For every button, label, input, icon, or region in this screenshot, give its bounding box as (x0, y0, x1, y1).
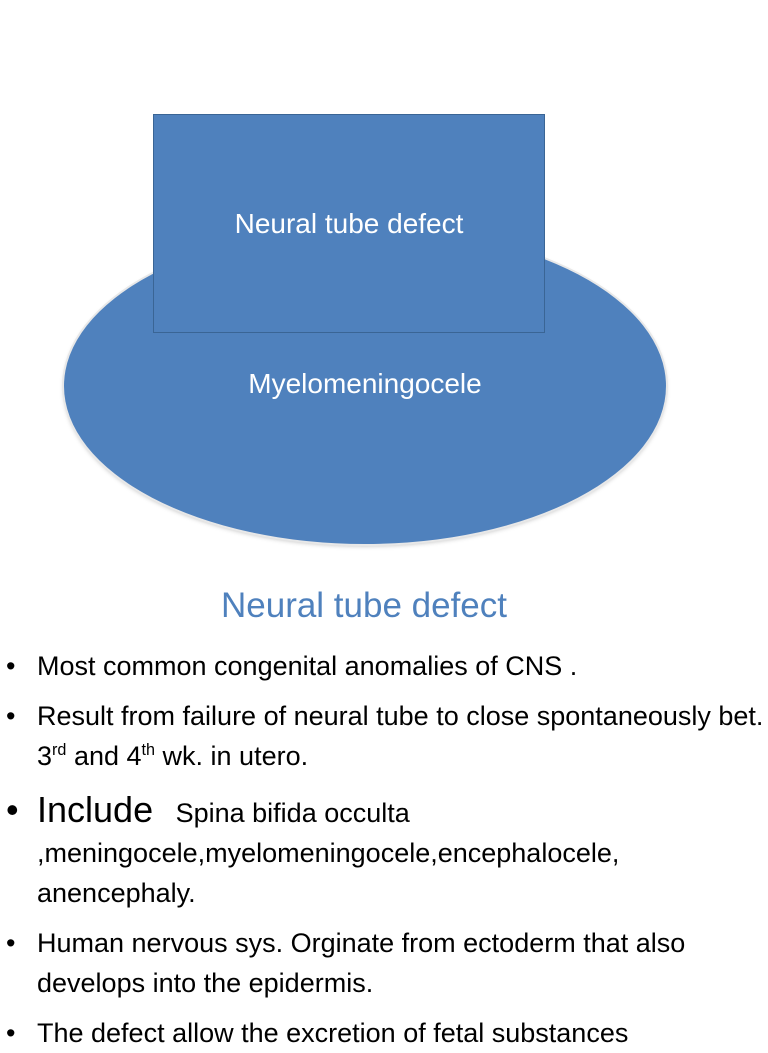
ellipse-label: Myelomeningocele (248, 368, 482, 399)
bullet-icon: • (6, 651, 16, 681)
bullet-item: • Result from failure of neural tube to … (0, 696, 768, 776)
bullet-icon: • (6, 928, 16, 958)
bullet-icon: • (6, 789, 19, 830)
bullet-lead: Include (37, 789, 154, 830)
rect-label: Neural tube defect (234, 207, 464, 239)
neural-tube-defect-box: Neural tube defect (153, 114, 545, 333)
bullet-icon: • (6, 701, 16, 731)
bullet-text: The defect allow the excretion of fetal … (37, 1018, 629, 1048)
bullet-icon: • (6, 1018, 16, 1048)
bullet-text: Spina bifida occulta ,meningocele,myelom… (37, 798, 620, 908)
bullet-text: Most common congenital anomalies of CNS … (37, 651, 578, 681)
bullet-text: Human nervous sys. Orginate from ectoder… (37, 928, 686, 998)
bullet-list: • Most common congenital anomalies of CN… (0, 646, 768, 1053)
bullet-item: • Include Spina bifida occulta ,meningoc… (0, 790, 768, 913)
bullet-text: Result from failure of neural tube to cl… (37, 701, 764, 771)
slide-title: Neural tube defect (220, 586, 507, 625)
bullet-item: • Human nervous sys. Orginate from ectod… (0, 923, 768, 1003)
slide: Myelomeningocele Neural tube defect Neur… (6, 114, 763, 1048)
bullet-item: • Most common congenital anomalies of CN… (0, 646, 768, 686)
bullet-item: • The defect allow the excretion of feta… (0, 1013, 768, 1053)
